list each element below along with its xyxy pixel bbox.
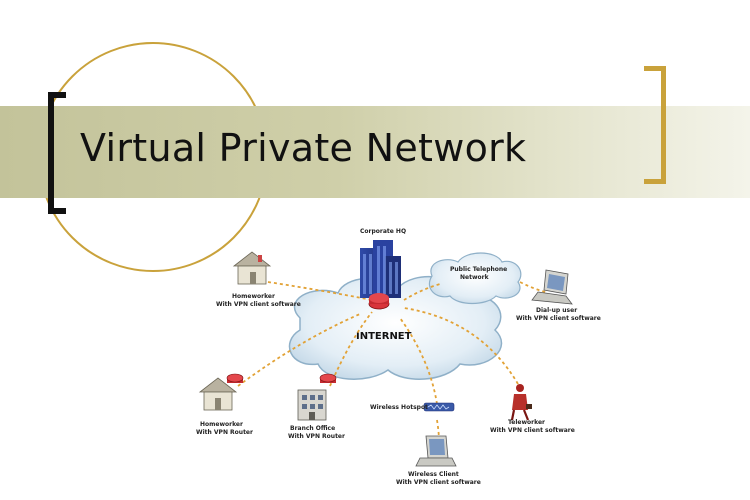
hq-router-icon <box>368 293 390 310</box>
branch-office-line1: Branch Office <box>290 425 335 432</box>
right-bracket <box>644 66 666 184</box>
router-icon <box>226 373 244 383</box>
laptop-icon <box>531 269 573 305</box>
tunnel-pstn <box>403 283 441 301</box>
dialup-line2: With VPN client software <box>516 315 601 322</box>
corporate-hq-building <box>360 240 401 298</box>
wireless-hotspot-label: Wireless Hotspot <box>370 404 428 411</box>
corporate-hq-label: Corporate HQ <box>360 228 406 235</box>
tunnel-wireless-hotspot <box>399 317 438 405</box>
left-bracket <box>48 92 66 214</box>
tunnel-dialup <box>519 281 547 293</box>
pstn-label-line1: Public Telephone <box>450 266 507 273</box>
wireless-client-line1: Wireless Client <box>408 471 459 478</box>
branch-office-building-icon <box>297 389 327 421</box>
pstn-cloud <box>428 252 522 305</box>
title-band <box>0 106 750 198</box>
teleworker-line1: Teleworker <box>508 419 545 426</box>
wireless-access-point-icon <box>423 402 455 412</box>
dialup-line1: Dial-up user <box>536 307 577 314</box>
homeworker-router-line2: With VPN Router <box>196 429 253 436</box>
teleworker-line2: With VPN client software <box>490 427 575 434</box>
teleworker-person-icon <box>510 384 532 421</box>
internet-label: INTERNET <box>356 331 412 342</box>
homeworker-router-line1: Homeworker <box>200 421 243 428</box>
router-icon <box>319 373 337 383</box>
slide-title: Virtual Private Network <box>80 126 527 170</box>
laptop-icon <box>415 435 457 467</box>
pstn-label-line2: Network <box>460 274 490 281</box>
house-icon <box>232 251 272 285</box>
tunnel-homeworker-router <box>237 313 361 387</box>
homeworker-client-line2: With VPN client software <box>216 301 301 308</box>
wireless-client-line2: With VPN client software <box>396 479 481 486</box>
branch-office-line2: With VPN Router <box>288 433 345 440</box>
house-icon <box>198 377 238 411</box>
homeworker-client-line1: Homeworker <box>232 293 275 300</box>
